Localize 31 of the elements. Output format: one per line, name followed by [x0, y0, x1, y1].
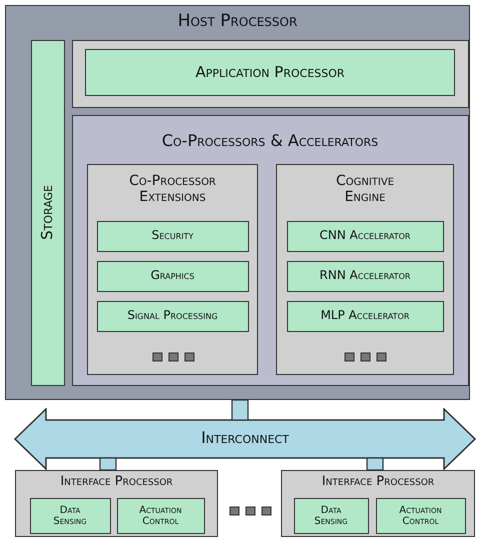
bus-connector [366, 457, 384, 471]
module-box: Data Sensing [294, 498, 368, 534]
storage-bar [30, 40, 64, 386]
module-box: Graphics [96, 260, 248, 292]
module-box: Actuation Control [116, 498, 204, 534]
interface-panel [281, 470, 475, 537]
module-box: Security [96, 220, 248, 252]
processor-box: Application Processor [85, 49, 455, 96]
module-box: MLP Accelerator [286, 300, 444, 332]
vertical-label: Storage [39, 185, 56, 240]
panel-title: Co-Processors & Accelerators [162, 132, 378, 150]
module-box: RNN Accelerator [286, 260, 444, 292]
module-box: CNN Accelerator [286, 220, 444, 252]
engine-panel [276, 164, 454, 375]
bus-label: Interconnect [201, 429, 289, 448]
interconnect-arrow [14, 408, 476, 470]
panel-title: Cognitive Engine [334, 173, 396, 206]
bus-connector [99, 457, 117, 471]
module-box: Actuation Control [376, 498, 466, 534]
module-box: Data Sensing [30, 498, 110, 534]
interface-panel [15, 470, 218, 537]
processor-frame [72, 40, 468, 108]
panel-title: Interface Processor [59, 475, 174, 490]
bus-connector [231, 399, 249, 421]
accelerator-panel [72, 114, 468, 386]
panel-title: Co-Processor Extensions [128, 173, 217, 206]
extension-panel [87, 164, 258, 375]
panel-title: Interface Processor [320, 475, 436, 490]
module-box: Signal Processing [96, 300, 248, 332]
panel-title: Host Processor [178, 12, 298, 32]
processor-panel [5, 5, 470, 400]
